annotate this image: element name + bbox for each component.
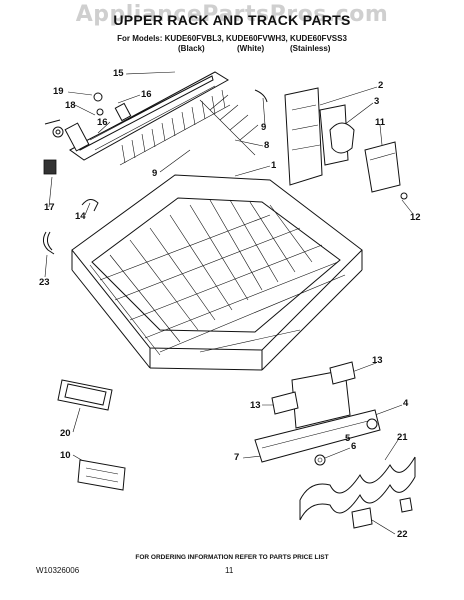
rack-handle <box>57 379 126 491</box>
callout-18: 18 <box>65 100 76 111</box>
wire-shelf <box>299 456 416 529</box>
page-number: 11 <box>225 566 234 575</box>
callout-2: 2 <box>378 80 384 91</box>
models-line: For Models: KUDE60FVBL3, KUDE60FVWH3, KU… <box>117 34 347 43</box>
callout-16-lower: 16 <box>97 117 108 128</box>
callout-17: 17 <box>44 202 55 213</box>
page-title: UPPER RACK AND TRACK PARTS <box>113 12 351 28</box>
callout-13-left: 13 <box>250 400 261 411</box>
callout-9-upper: 9 <box>261 122 267 133</box>
callout-4: 4 <box>403 398 409 409</box>
callout-5: 5 <box>345 433 351 444</box>
upper-track-rail <box>64 71 229 161</box>
callout-9-lower: 9 <box>152 168 158 179</box>
leader-lines <box>44 71 414 535</box>
ordering-note: FOR ORDERING INFORMATION REFER TO PARTS … <box>135 554 329 561</box>
callout-15: 15 <box>113 68 124 79</box>
callout-8: 8 <box>264 140 270 151</box>
document-id: W10326006 <box>36 566 80 575</box>
callout-23: 23 <box>39 277 50 288</box>
callout-10: 10 <box>60 450 71 461</box>
lower-track-assembly <box>254 361 381 466</box>
callout-13-right: 13 <box>372 355 383 366</box>
callout-7: 7 <box>234 452 240 463</box>
variant-black: (Black) <box>178 44 205 53</box>
upper-rack-basket <box>71 174 363 371</box>
callout-11: 11 <box>375 117 386 128</box>
callout-3: 3 <box>374 96 380 107</box>
callout-16-upper: 16 <box>141 89 152 100</box>
variant-stainless: (Stainless) <box>290 44 331 53</box>
callout-1: 1 <box>271 160 277 171</box>
callout-22: 22 <box>397 529 408 540</box>
track-fasteners <box>43 92 104 175</box>
callout-6: 6 <box>351 441 357 452</box>
callout-20: 20 <box>60 428 71 439</box>
variant-white: (White) <box>237 44 265 53</box>
callout-14: 14 <box>75 211 86 222</box>
watermark: AppliancePartsPros.com <box>75 2 389 27</box>
callout-21: 21 <box>397 432 408 443</box>
callout-19: 19 <box>53 86 64 97</box>
rack-clips <box>42 199 99 255</box>
rack-adjuster-assembly <box>254 87 408 200</box>
rack-tines <box>119 89 259 166</box>
callout-12: 12 <box>410 212 421 223</box>
